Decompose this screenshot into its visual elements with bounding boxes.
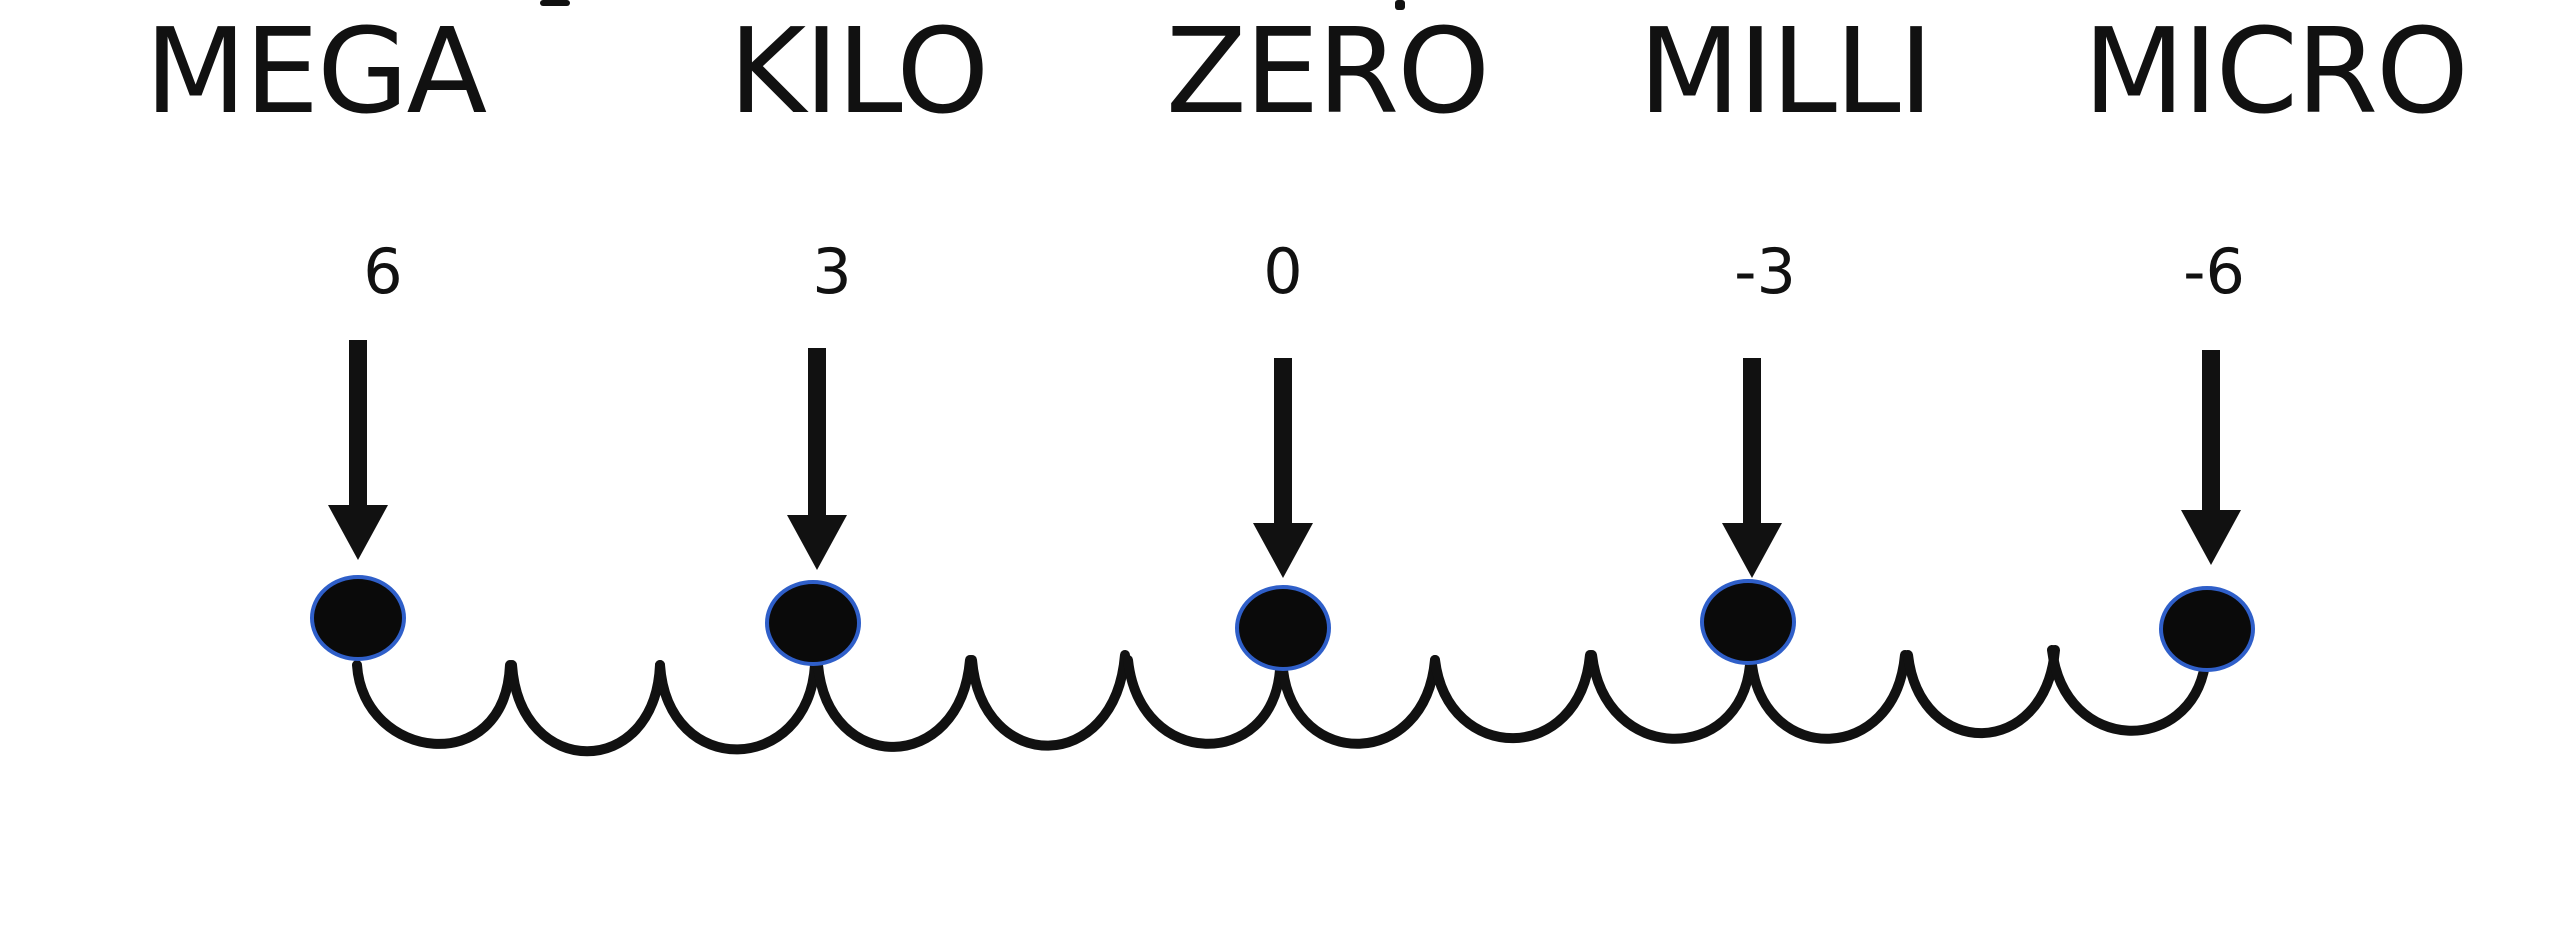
exponent-label-zero: 0 xyxy=(1263,235,1302,308)
hop-arc xyxy=(1747,650,1910,744)
prefix-label-micro: MICRO xyxy=(2083,2,2467,140)
hop-arc xyxy=(967,650,1130,751)
position-dot-kilo xyxy=(765,580,861,666)
hop-arc xyxy=(2047,645,2210,736)
position-dot-zero xyxy=(1235,585,1331,671)
prefix-label-zero: ZERO xyxy=(1166,2,1488,140)
prefix-label-kilo: KILO xyxy=(729,2,988,140)
hop-arcs xyxy=(352,645,2210,757)
position-dot-mega xyxy=(310,575,406,661)
position-dot-milli xyxy=(1700,579,1796,665)
down-arrow-icon xyxy=(328,340,388,560)
hop-arc xyxy=(352,660,515,749)
arrows xyxy=(328,340,2241,578)
exponent-labels: 6 3 0 -3 -6 xyxy=(363,235,2245,308)
clipped-top-text-fragments xyxy=(540,0,1405,10)
exponent-label-micro: -6 xyxy=(2183,235,2245,308)
down-arrow-icon xyxy=(1722,358,1782,578)
hop-arc xyxy=(1430,650,1595,743)
down-arrow-icon xyxy=(2181,350,2241,565)
exponent-label-mega: 6 xyxy=(363,235,402,308)
hop-arc xyxy=(655,660,820,755)
exponent-label-milli: -3 xyxy=(1734,235,1796,308)
hop-arc xyxy=(813,655,975,752)
prefix-label-milli: MILLI xyxy=(1639,2,1932,140)
hop-arc xyxy=(507,660,665,757)
hop-arc xyxy=(1587,650,1755,744)
position-dots xyxy=(310,575,2255,672)
prefix-label-mega: MEGA xyxy=(145,2,487,140)
down-arrow-icon xyxy=(787,348,847,570)
down-arrow-icon xyxy=(1253,358,1313,578)
hop-arc xyxy=(1278,655,1440,749)
prefix-labels: MEGA KILO ZERO MILLI MICRO xyxy=(145,2,2469,140)
hop-arc xyxy=(1123,655,1285,749)
position-dot-micro xyxy=(2159,586,2255,672)
exponent-label-kilo: 3 xyxy=(812,235,851,308)
hop-arc xyxy=(1903,645,2060,738)
